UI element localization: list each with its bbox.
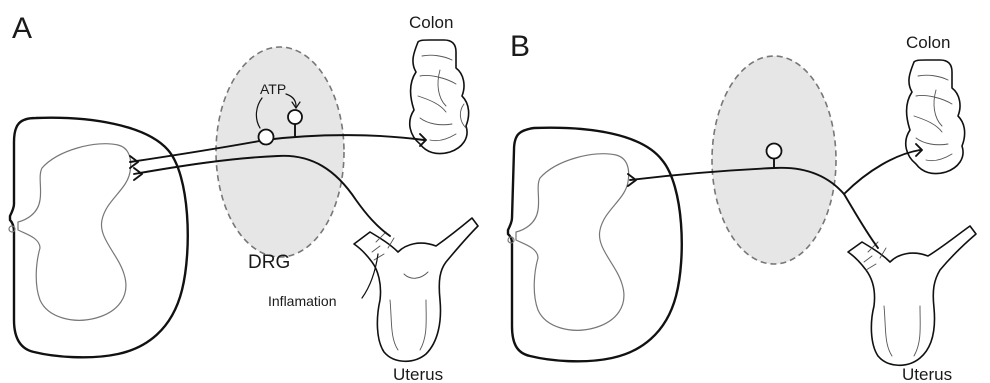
colon-a-label: Colon	[409, 13, 453, 32]
colon-b-label: Colon	[906, 33, 950, 52]
spinal-cord-outline	[10, 118, 188, 358]
colon-b: Colon	[906, 33, 965, 174]
grey-matter-b	[516, 154, 629, 331]
soma-b	[767, 144, 782, 159]
panel-b: B Colon Uterus	[508, 30, 976, 383]
fiber-uterus-b	[844, 194, 878, 248]
uterus-a: Uterus	[354, 218, 478, 383]
soma-a2	[288, 110, 302, 124]
drg-ellipse	[216, 47, 344, 257]
uterus-b-label: Uterus	[902, 365, 952, 383]
colon-a: Colon	[409, 13, 469, 154]
inflammation-label: Inflamation	[268, 293, 336, 309]
panel-b-letter: B	[510, 30, 530, 63]
drg-label: DRG	[248, 252, 290, 273]
soma-a1	[259, 130, 274, 145]
uterus-a-label: Uterus	[393, 365, 443, 383]
panel-a: A DRG Colon Uterus	[9, 12, 478, 383]
atp-label: ATP	[260, 81, 286, 97]
spinal-cord-outline-b	[508, 128, 682, 362]
grey-matter	[18, 144, 131, 321]
uterus-b: Uterus	[848, 226, 976, 383]
panel-a-letter: A	[12, 12, 32, 45]
